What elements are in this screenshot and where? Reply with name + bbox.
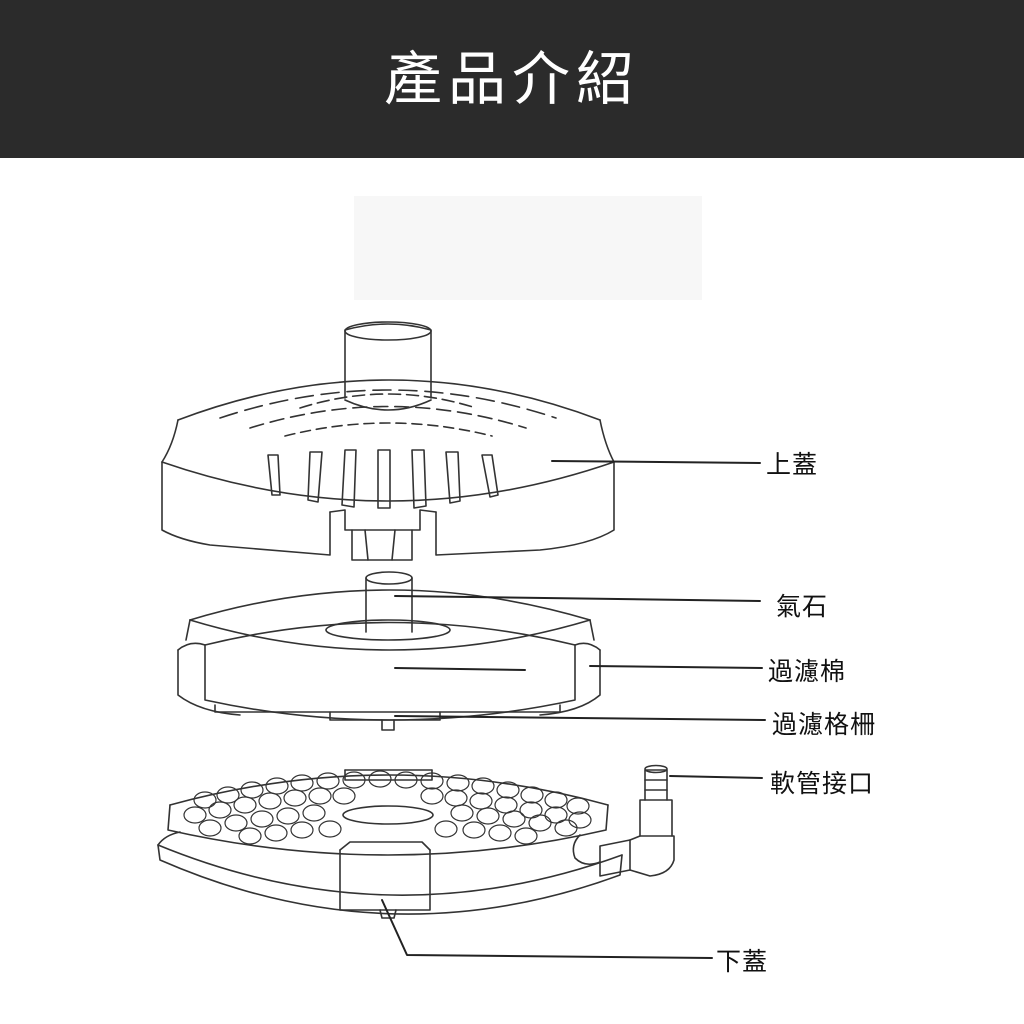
upper-lid-part [161,321,615,561]
callout-lower-lid: 下蓋 [716,947,769,976]
leader-upper-lid [551,460,761,464]
leader-hose-connector [669,775,763,779]
callout-filter-grid: 過濾格柵 [772,710,877,739]
air-stone-part [365,571,413,633]
leader-filter-sponge [394,665,763,671]
callout-filter-sponge: 過濾棉 [768,657,847,686]
page-header: 產品介紹 [0,0,1024,158]
callout-hose-connector: 軟管接口 [770,769,875,798]
filter-sponge-part [177,589,601,731]
callout-air-stone: 氣石 [776,592,829,621]
leader-air-stone [394,595,761,602]
callout-upper-lid: 上蓋 [766,450,819,479]
leader-filter-grid [394,715,766,721]
blank-panel [354,196,702,300]
page-title: 產品介紹 [383,45,640,113]
base-tray-part [157,769,623,919]
leader-lines [381,460,766,959]
hose-connector-part [572,764,675,877]
leader-lower-lid [381,899,713,959]
